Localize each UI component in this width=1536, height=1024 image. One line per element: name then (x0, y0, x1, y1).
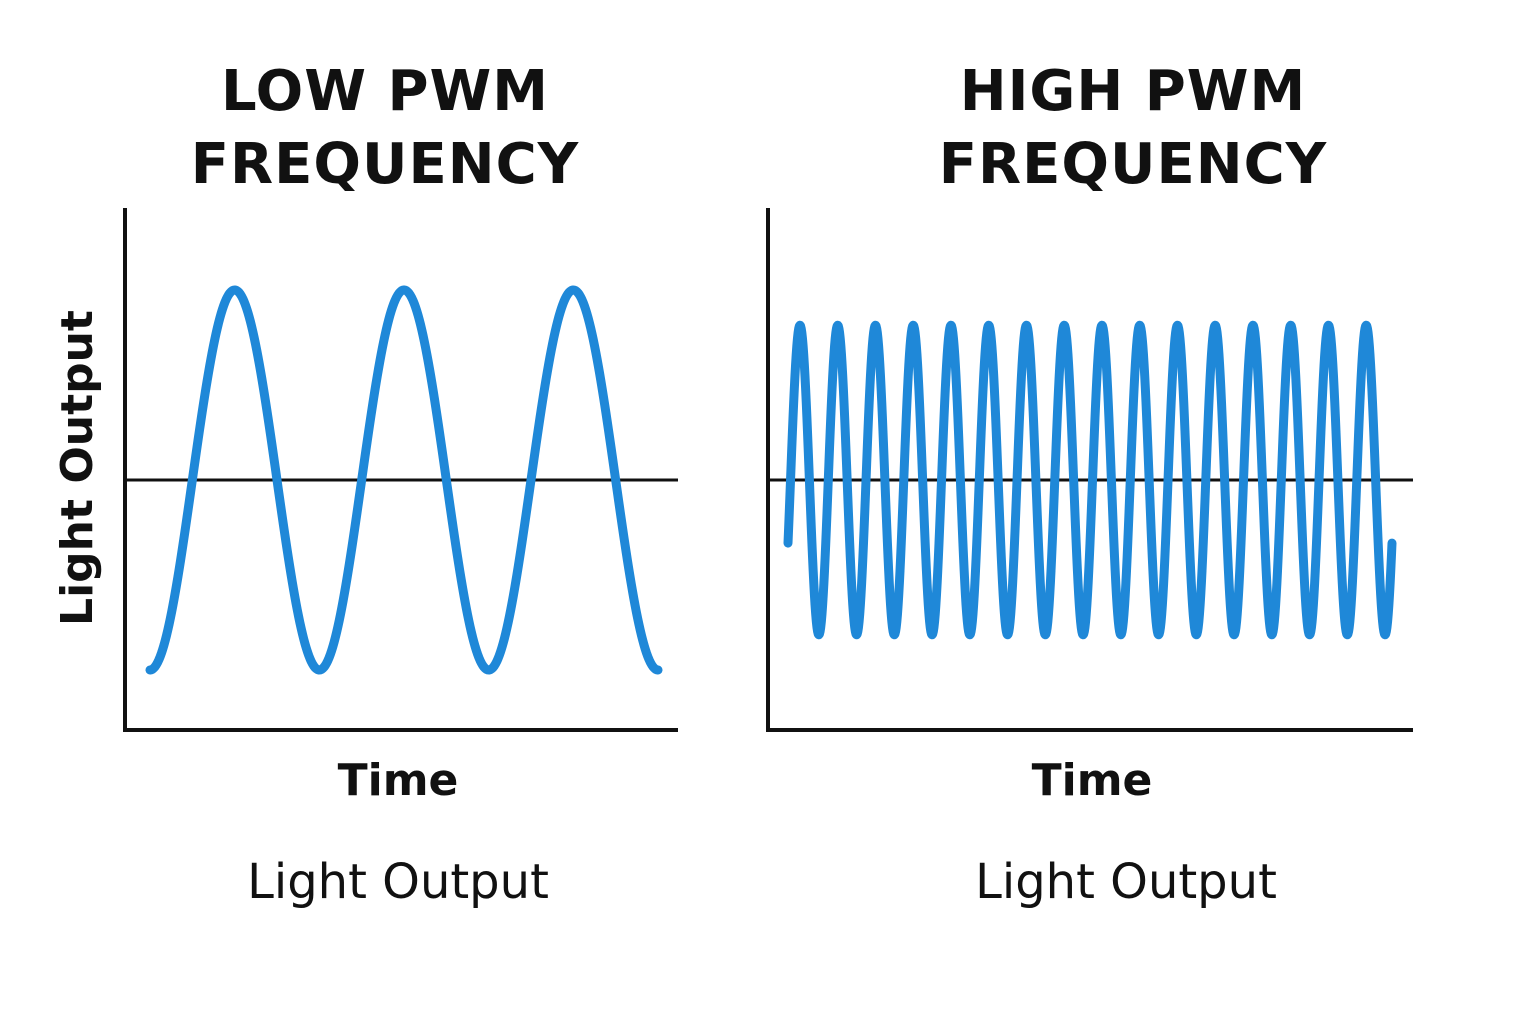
y-axis-label: Light Output (52, 310, 103, 626)
x-axis-label: Time (338, 755, 459, 806)
x-axis-label: Time (1032, 755, 1153, 806)
panel-caption: Light Output (247, 854, 549, 910)
panel-caption: Light Output (975, 854, 1277, 910)
panel-low-frequency: LOW PWM FREQUENCY Light Output Time Ligh… (52, 59, 678, 910)
series-line-light-output (145, 285, 663, 675)
series-line-light-output (783, 320, 1397, 640)
panel-title-line-2: FREQUENCY (191, 132, 580, 197)
panel-high-frequency: HIGH PWM FREQUENCY Time Light Output (766, 59, 1413, 910)
panel-title-line-1: LOW PWM (221, 59, 549, 124)
panel-title-line-1: HIGH PWM (960, 59, 1307, 124)
panel-title-line-2: FREQUENCY (939, 132, 1328, 197)
